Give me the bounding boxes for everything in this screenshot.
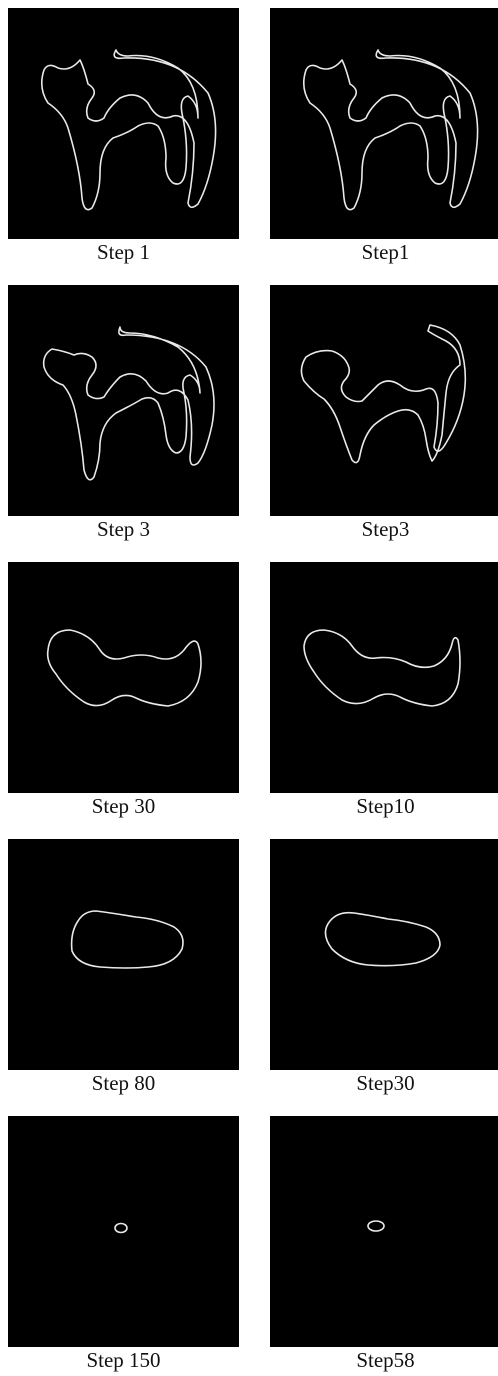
panel-left-row4: [8, 839, 239, 1070]
caption-left-row4: Step 80: [8, 1071, 239, 1095]
caption-left-row5: Step 150: [8, 1348, 239, 1372]
evolving-contour-curve: [270, 562, 498, 793]
cat-contour-curve: [270, 8, 498, 239]
panel-left-row1: [8, 8, 239, 239]
panel-right-row3: [270, 562, 498, 793]
caption-left-row2: Step 3: [8, 517, 239, 541]
panel-right-row2: [270, 285, 498, 516]
evolving-contour-curve: [8, 1116, 239, 1347]
evolving-contour-curve: [270, 285, 498, 516]
panel-left-row2: [8, 285, 239, 516]
panel-right-row1: [270, 8, 498, 239]
caption-right-row4: Step30: [270, 1071, 498, 1095]
evolving-contour-curve: [270, 1116, 498, 1347]
panel-right-row5: [270, 1116, 498, 1347]
panel-left-row5: [8, 1116, 239, 1347]
caption-right-row2: Step3: [270, 517, 498, 541]
caption-right-row3: Step10: [270, 794, 498, 818]
cat-contour-curve: [8, 8, 239, 239]
evolving-contour-curve: [8, 839, 239, 1070]
panel-right-row4: [270, 839, 498, 1070]
evolving-contour-curve: [8, 285, 239, 516]
caption-left-row1: Step 1: [8, 240, 239, 264]
evolving-contour-curve: [8, 562, 239, 793]
caption-right-row1: Step1: [270, 240, 498, 264]
evolving-contour-curve: [270, 839, 498, 1070]
panel-left-row3: [8, 562, 239, 793]
caption-right-row5: Step58: [270, 1348, 498, 1372]
caption-left-row3: Step 30: [8, 794, 239, 818]
